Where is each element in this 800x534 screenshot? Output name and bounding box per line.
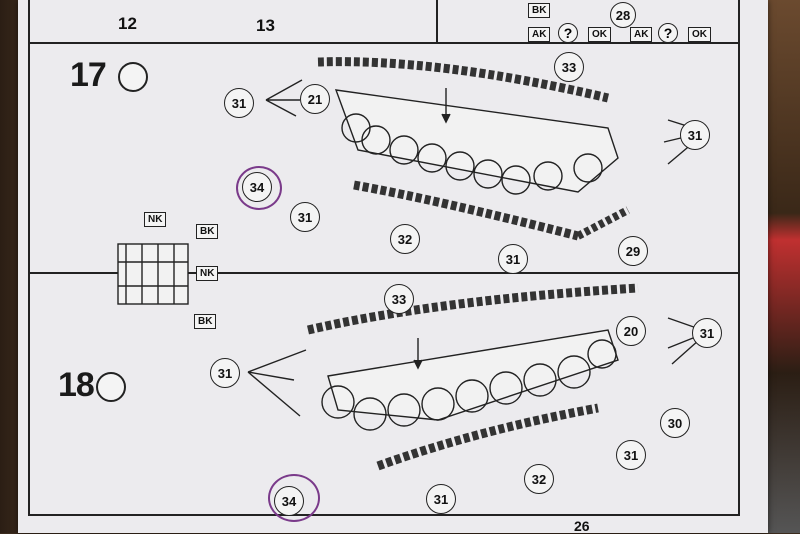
tag-ok-top-1: OK: [588, 27, 611, 42]
callout-20-step18: 20: [616, 316, 646, 346]
tag-ak-top-2: AK: [630, 27, 653, 42]
tag-nk-1: NK: [144, 212, 167, 227]
tag-bk-1: BK: [196, 224, 219, 239]
question-icon-1: ?: [558, 23, 578, 43]
callout-21-step17: 21: [300, 84, 330, 114]
right-frame: [738, 0, 740, 516]
callout-31-bottom-step17: 31: [498, 244, 528, 274]
callout-31-right-step18: 31: [692, 318, 722, 348]
part-label-26: 26: [574, 518, 590, 534]
instruction-sheet: 12 13 28 BK AK ? OK AK ? OK 17 18: [18, 0, 768, 534]
left-frame: [28, 0, 30, 516]
desk-objects: [768, 0, 800, 533]
callout-33-step17: 33: [554, 52, 584, 82]
callout-29-step17: 29: [618, 236, 648, 266]
tag-ak-top: AK: [528, 27, 551, 42]
callout-31-left-step17: 31: [224, 88, 254, 118]
question-icon-2: ?: [658, 23, 678, 43]
bottom-divider: [28, 514, 740, 516]
tag-nk-2: NK: [196, 266, 219, 281]
step-18-number: 18: [58, 366, 95, 404]
callout-32-step17: 32: [390, 224, 420, 254]
callout-30-step18: 30: [660, 408, 690, 438]
callout-28: 28: [610, 2, 636, 28]
top-divider: [28, 42, 740, 44]
step-17-number: 17: [70, 56, 107, 94]
callout-31-bottom-step18: 31: [426, 484, 456, 514]
callout-31-mid-right-step18: 31: [616, 440, 646, 470]
tag-bk-2: BK: [194, 314, 217, 329]
marker-circle-step18: [268, 474, 320, 522]
assembly-drawings: [117, 57, 709, 471]
marker-circle-step17: [236, 166, 282, 210]
callout-31-left-step18: 31: [210, 358, 240, 388]
glue-icon: [118, 62, 148, 92]
part-label-12: 12: [118, 14, 137, 33]
callout-31-right-step17: 31: [680, 120, 710, 150]
callout-32-step18: 32: [524, 464, 554, 494]
middle-divider: [28, 272, 740, 274]
callout-31-bottom-left-step17: 31: [290, 202, 320, 232]
callout-33-step18: 33: [384, 284, 414, 314]
tag-bk-top: BK: [528, 3, 551, 18]
tag-ok-top-2: OK: [688, 27, 711, 42]
glue-icon: [96, 372, 126, 402]
top-split: [436, 0, 438, 44]
part-label-13: 13: [256, 16, 275, 35]
